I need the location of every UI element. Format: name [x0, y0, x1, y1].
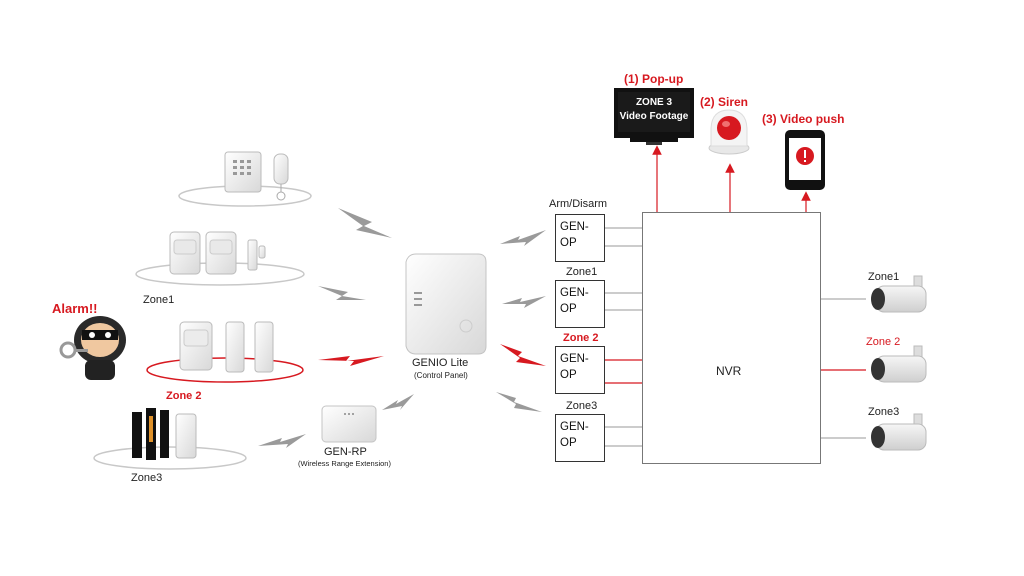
- door-contact-icon: [247, 239, 266, 271]
- camera-label-zone2: Zone 2: [866, 336, 901, 348]
- bullet-camera-icon: [871, 345, 927, 383]
- bullet-camera-icon: [871, 275, 927, 313]
- camera-label-zone3: Zone3: [868, 406, 900, 418]
- zone-ellipse-zone2: [146, 357, 304, 383]
- genop-module-zone3: GEN- OP: [555, 414, 605, 462]
- alarm-label: Alarm!!: [52, 301, 98, 316]
- siren-label: (2) Siren: [700, 95, 749, 109]
- genop-module-zone2: GEN- OP: [555, 346, 605, 394]
- alarm-bolts: [318, 344, 546, 366]
- zone-ellipse-zone3: [93, 446, 247, 470]
- genop-line1: GEN-: [560, 421, 589, 433]
- control-panel-subtitle: (Control Panel): [414, 371, 468, 380]
- zone3-label: Zone3: [131, 472, 163, 484]
- repeater-icon: [321, 405, 377, 443]
- alarm-bolt-icon: [500, 344, 546, 366]
- relay-wiring: [603, 227, 866, 447]
- relay-label-zone2: Zone 2: [563, 332, 599, 344]
- wireless-bolt-icon: [502, 296, 546, 308]
- pir-sensor-icon: [205, 231, 237, 275]
- repeater-subtitle: (Wireless Range Extension): [298, 459, 391, 468]
- camera-label-zone1: Zone1: [868, 271, 900, 283]
- monitor-line1: ZONE 3: [635, 97, 673, 108]
- shock-sensor-icon: [132, 408, 197, 460]
- relay-wiring-zone2: [599, 359, 866, 384]
- popup-label: (1) Pop-up: [624, 72, 684, 86]
- repeater-name: GEN-RP: [324, 446, 367, 458]
- control-panel-name: GENIO Lite: [412, 357, 469, 369]
- genop-line2: OP: [560, 237, 577, 249]
- genop-line1: GEN-: [560, 287, 589, 299]
- relay-label-arm-disarm: Arm/Disarm: [549, 198, 608, 210]
- burglar-icon: [59, 316, 126, 380]
- bullet-camera-icon: [871, 413, 927, 451]
- genop-line2: OP: [560, 369, 577, 381]
- output-arrows: [652, 145, 811, 212]
- zone1-label: Zone1: [143, 294, 175, 306]
- zone2-label: Zone 2: [166, 390, 202, 402]
- relay-label-zone1: Zone1: [566, 266, 598, 278]
- video-push-label: (3) Video push: [762, 112, 845, 126]
- genop-line1: GEN-: [560, 221, 589, 233]
- wireless-bolt-icon: [318, 286, 366, 300]
- genop-module-zone1: GEN- OP: [555, 280, 605, 328]
- genop-line2: OP: [560, 437, 577, 449]
- nvr-label: NVR: [716, 364, 742, 378]
- genop-module-arm: GEN- OP: [555, 214, 605, 262]
- relay-label-zone3: Zone3: [566, 400, 598, 412]
- smartphone-icon: [785, 130, 825, 190]
- key-fob-icon: [273, 153, 289, 201]
- keypad-icon: [224, 151, 262, 193]
- siren-icon: [708, 109, 750, 155]
- wireless-bolt-icon: [500, 230, 546, 246]
- wireless-bolt-icon: [496, 392, 542, 412]
- wireless-bolt-icon: [382, 394, 414, 410]
- genop-line2: OP: [560, 303, 577, 315]
- monitor-line2: Video Footage: [619, 111, 689, 122]
- wireless-bolt-icon: [338, 208, 392, 238]
- pir-sensor-icon: [169, 231, 201, 275]
- monitor-icon: [614, 88, 694, 145]
- outdoor-beam-sensor-icon: [179, 321, 274, 373]
- control-panel-icon: [405, 253, 487, 355]
- nvr-box: [642, 212, 821, 464]
- genop-line1: GEN-: [560, 353, 589, 365]
- wireless-bolts: [258, 208, 546, 448]
- alarm-bolt-icon: [318, 356, 384, 366]
- wireless-bolt-icon: [258, 434, 306, 448]
